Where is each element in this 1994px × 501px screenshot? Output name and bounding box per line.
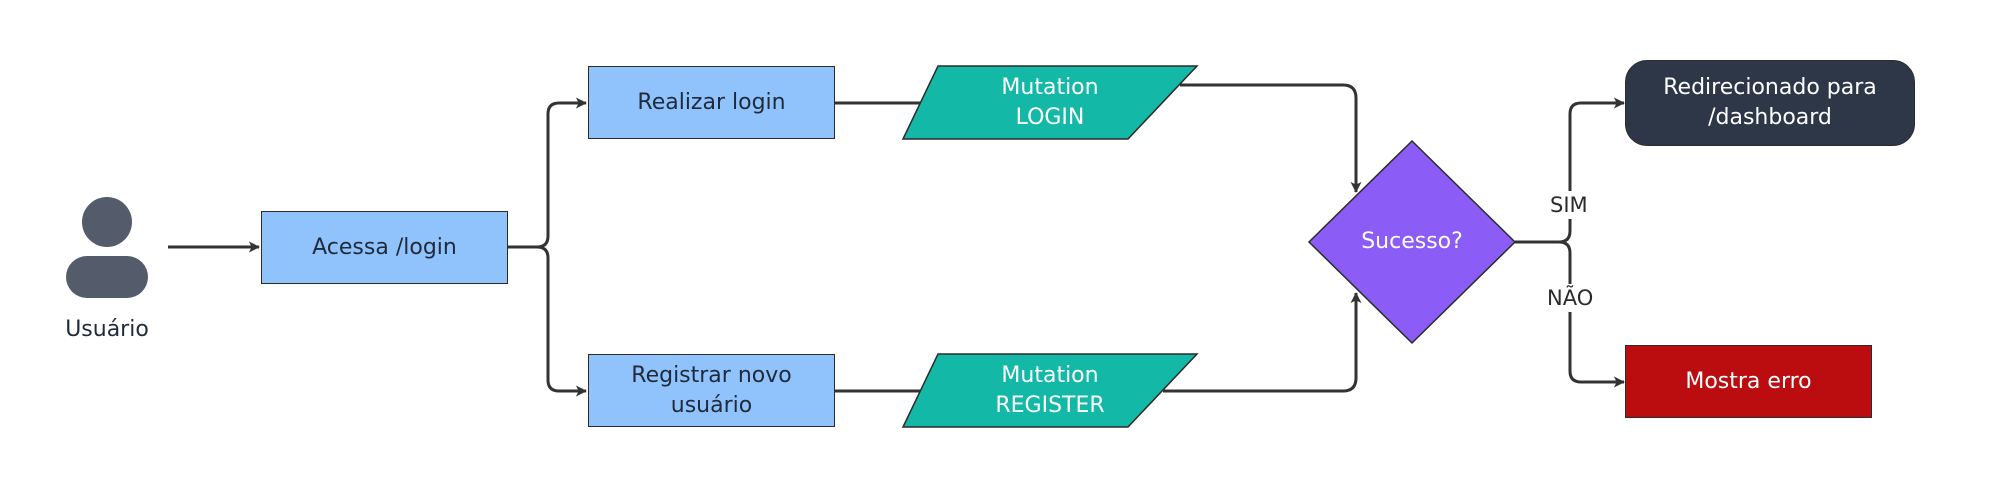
show-error-label: Mostra erro: [1685, 368, 1812, 394]
mutation-login-node[interactable]: Mutation LOGIN: [945, 70, 1155, 136]
redirect-line1: Redirecionado para: [1663, 75, 1877, 100]
edge-access-to-register: [507, 245, 587, 397]
user-icon: [66, 197, 148, 298]
register-user-label: Registrar novo usuário: [631, 362, 792, 418]
do-login-label: Realizar login: [637, 89, 786, 115]
edge-decision-to-error: [1515, 240, 1625, 388]
show-error-node[interactable]: Mostra erro: [1625, 345, 1872, 418]
edge-access-to-login: [507, 97, 587, 249]
mutation-register-line2: REGISTER: [995, 393, 1105, 418]
mutation-login-line2: LOGIN: [1015, 105, 1085, 130]
mutation-login-shape: [901, 65, 1199, 140]
access-login-label: Acessa /login: [312, 234, 457, 260]
mutation-register-node[interactable]: Mutation REGISTER: [945, 358, 1155, 424]
edge-label-yes: SIM: [1548, 191, 1590, 219]
decision-label: Sucesso?: [1361, 229, 1463, 254]
edge-label-no: NÃO: [1545, 284, 1596, 312]
register-user-box[interactable]: Registrar novo usuário: [588, 354, 835, 427]
mutation-register-shape: [901, 353, 1199, 428]
edge-decision-to-redirect: [1515, 97, 1625, 244]
mutation-register-line1: Mutation: [1001, 363, 1099, 388]
redirect-dashboard-node[interactable]: Redirecionado para /dashboard: [1625, 60, 1915, 146]
decision-shape: [1307, 139, 1517, 345]
redirect-line2: /dashboard: [1708, 105, 1832, 130]
mutation-login-line1: Mutation: [1001, 75, 1099, 100]
access-login-box[interactable]: Acessa /login: [261, 211, 508, 284]
actor-label: Usuário: [65, 317, 149, 342]
edge-mutation-login-to-decision: [1180, 83, 1362, 193]
decision-node[interactable]: Sucesso?: [1340, 222, 1484, 262]
do-login-box[interactable]: Realizar login: [588, 66, 835, 139]
edge-mutation-register-to-decision: [1163, 292, 1362, 393]
